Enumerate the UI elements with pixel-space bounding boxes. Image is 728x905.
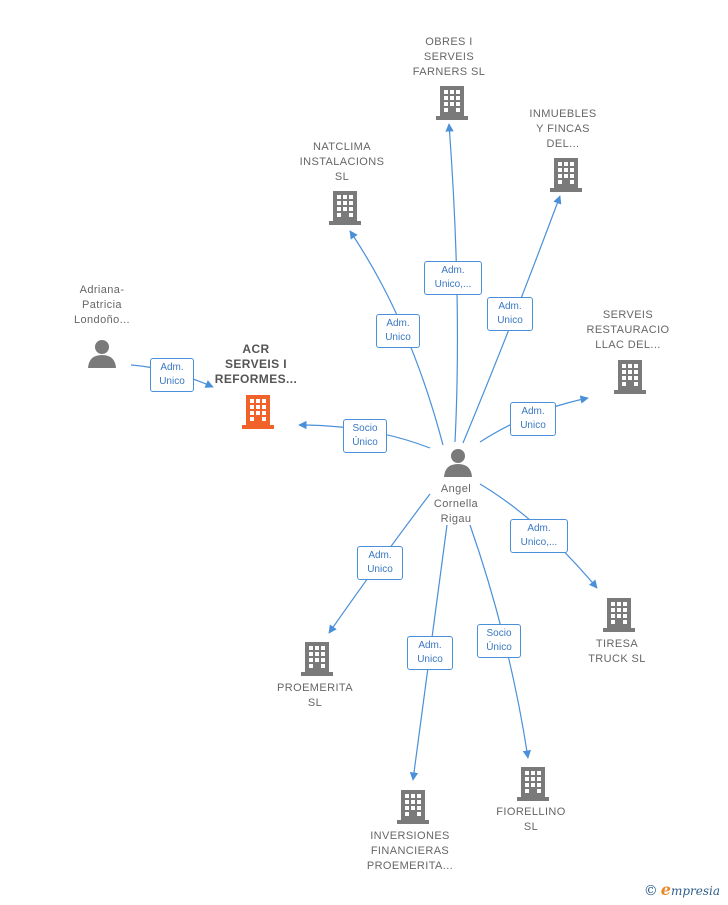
edge-label-angel-inmuebles[interactable]: Adm. Unico: [487, 297, 533, 331]
building-icon: [397, 790, 429, 824]
node-label: ACR SERVEIS I REFORMES...: [214, 342, 298, 386]
copyright-symbol: ©: [643, 883, 658, 899]
edge-label-angel-acr[interactable]: Socio Único: [343, 419, 387, 453]
building-icon: [603, 598, 635, 632]
edge-label-angel-proemerita[interactable]: Adm. Unico: [357, 546, 403, 580]
node-label: Angel Cornella Rigau: [433, 483, 479, 525]
edge-label-adriana-acr[interactable]: Adm. Unico: [150, 358, 194, 392]
edge-label-angel-natclima[interactable]: Adm. Unico: [376, 314, 420, 348]
node-label: SERVEIS RESTAURACIO LLAC DEL...: [586, 309, 670, 351]
node-label: FIORELLINO SL: [496, 806, 566, 833]
building-icon: [614, 360, 646, 394]
node-label: PROEMERITA SL: [277, 682, 353, 709]
node-label: TIRESA TRUCK SL: [588, 638, 646, 665]
building-icon: [550, 158, 582, 192]
logo-text: mpresia: [670, 884, 720, 898]
building-icon: [436, 86, 468, 120]
person-icon: [444, 449, 472, 477]
person-icon: [88, 340, 116, 368]
edge-label-angel-fiorellino[interactable]: Socio Único: [477, 624, 521, 658]
building-icon-main: [242, 395, 274, 429]
node-label: INVERSIONES FINANCIERAS PROEMERITA...: [366, 830, 454, 872]
node-label: INMUEBLES Y FINCAS DEL...: [529, 108, 597, 150]
edge-label-angel-tiresa[interactable]: Adm. Unico,...: [510, 519, 568, 553]
edge-label-angel-inversiones[interactable]: Adm. Unico: [407, 636, 453, 670]
empresia-logo: ©empresia: [644, 880, 720, 899]
building-icon: [517, 767, 549, 801]
node-label: OBRES I SERVEIS FARNERS SL: [412, 36, 486, 78]
building-icon: [329, 191, 361, 225]
edge-label-angel-serveis[interactable]: Adm. Unico: [510, 402, 556, 436]
node-label: Adriana- Patricia Londoño...: [74, 284, 130, 326]
edge-label-angel-obres[interactable]: Adm. Unico,...: [424, 261, 482, 295]
logo-initial: e: [660, 880, 671, 899]
building-icon: [301, 642, 333, 676]
node-label: NATCLIMA INSTALACIONS SL: [299, 141, 385, 183]
